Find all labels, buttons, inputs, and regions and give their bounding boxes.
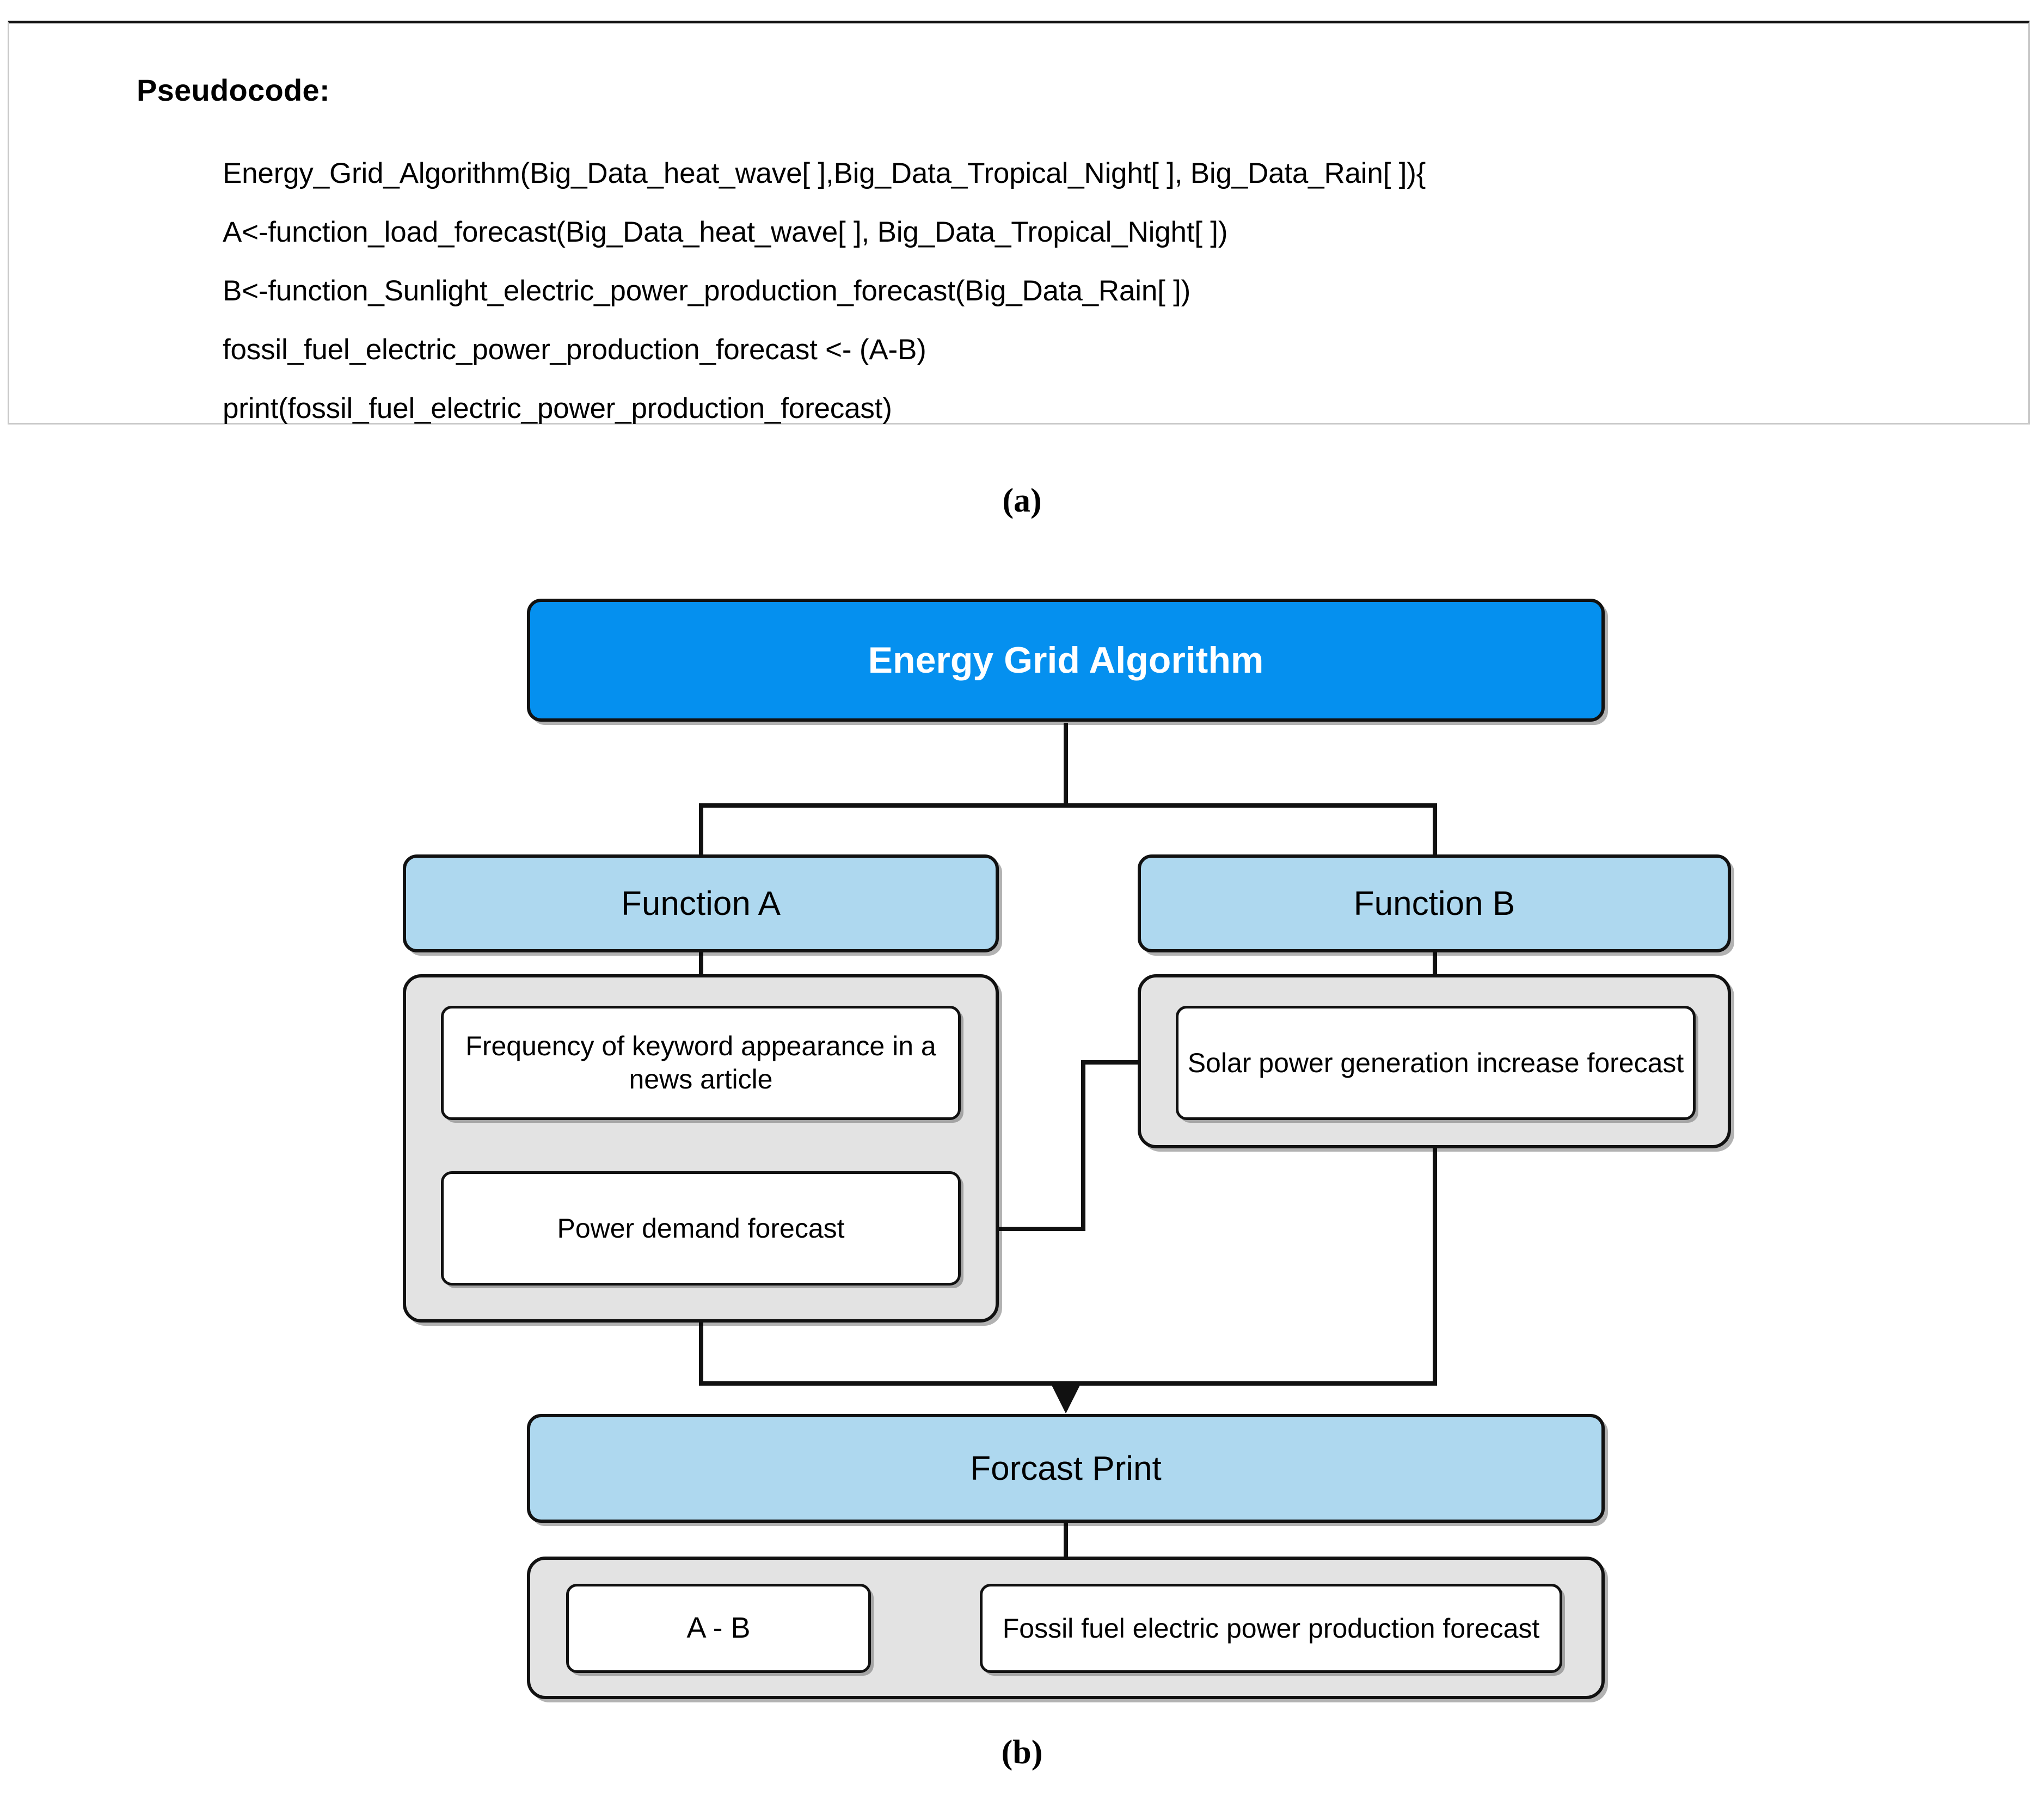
node-label: Solar power generation increase forecast: [1187, 1047, 1684, 1078]
pseudocode-title: Pseudocode:: [137, 73, 330, 107]
node-function-a[interactable]: Function A: [403, 854, 999, 952]
pseudocode-line: A<-function_load_forecast(Big_Data_heat_…: [223, 216, 1228, 248]
node-solar-power-generation-forecast[interactable]: Solar power generation increase forecast: [1176, 1006, 1696, 1120]
node-fossil-fuel-production-forecast[interactable]: Fossil fuel electric power production fo…: [980, 1584, 1562, 1673]
flow-connectors: [686, 723, 1437, 1644]
node-keyword-frequency[interactable]: Frequency of keyword appearance in a new…: [441, 1006, 961, 1120]
node-a-minus-b[interactable]: A - B: [566, 1584, 871, 1673]
node-function-b[interactable]: Function B: [1138, 854, 1731, 952]
node-label: Function A: [621, 884, 781, 922]
subfigure-label-a: (a): [1002, 482, 1042, 519]
node-label: A - B: [686, 1612, 751, 1645]
node-label: Fossil fuel electric power production fo…: [1002, 1613, 1540, 1644]
node-label: Energy Grid Algorithm: [868, 639, 1264, 681]
pseudocode-panel: Pseudocode: Energy_Grid_Algorithm(Big_Da…: [8, 21, 2030, 425]
node-label: Power demand forecast: [557, 1213, 845, 1244]
pseudocode-line: fossil_fuel_electric_power_production_fo…: [223, 334, 926, 366]
node-energy-grid-algorithm[interactable]: Energy Grid Algorithm: [527, 599, 1605, 722]
node-forcast-print[interactable]: Forcast Print: [527, 1414, 1605, 1523]
flow-diagram: Energy Grid Algorithm Function A Functio…: [0, 588, 2044, 1709]
subfigure-label-b: (b): [1001, 1734, 1043, 1771]
node-label: Forcast Print: [970, 1449, 1162, 1487]
pseudocode-block: Energy_Grid_Algorithm(Big_Data_heat_wave…: [223, 144, 1965, 438]
node-label: Function B: [1353, 884, 1515, 922]
pseudocode-line: print(fossil_fuel_electric_power_product…: [223, 392, 892, 425]
edge-power-demand-to-solar: [959, 1047, 1173, 1231]
node-label: Frequency of keyword appearance in a new…: [465, 1031, 936, 1094]
node-power-demand-forecast[interactable]: Power demand forecast: [441, 1171, 961, 1286]
pseudocode-line: Energy_Grid_Algorithm(Big_Data_heat_wave…: [223, 157, 1426, 189]
pseudocode-line: B<-function_Sunlight_electric_power_prod…: [223, 275, 1191, 307]
